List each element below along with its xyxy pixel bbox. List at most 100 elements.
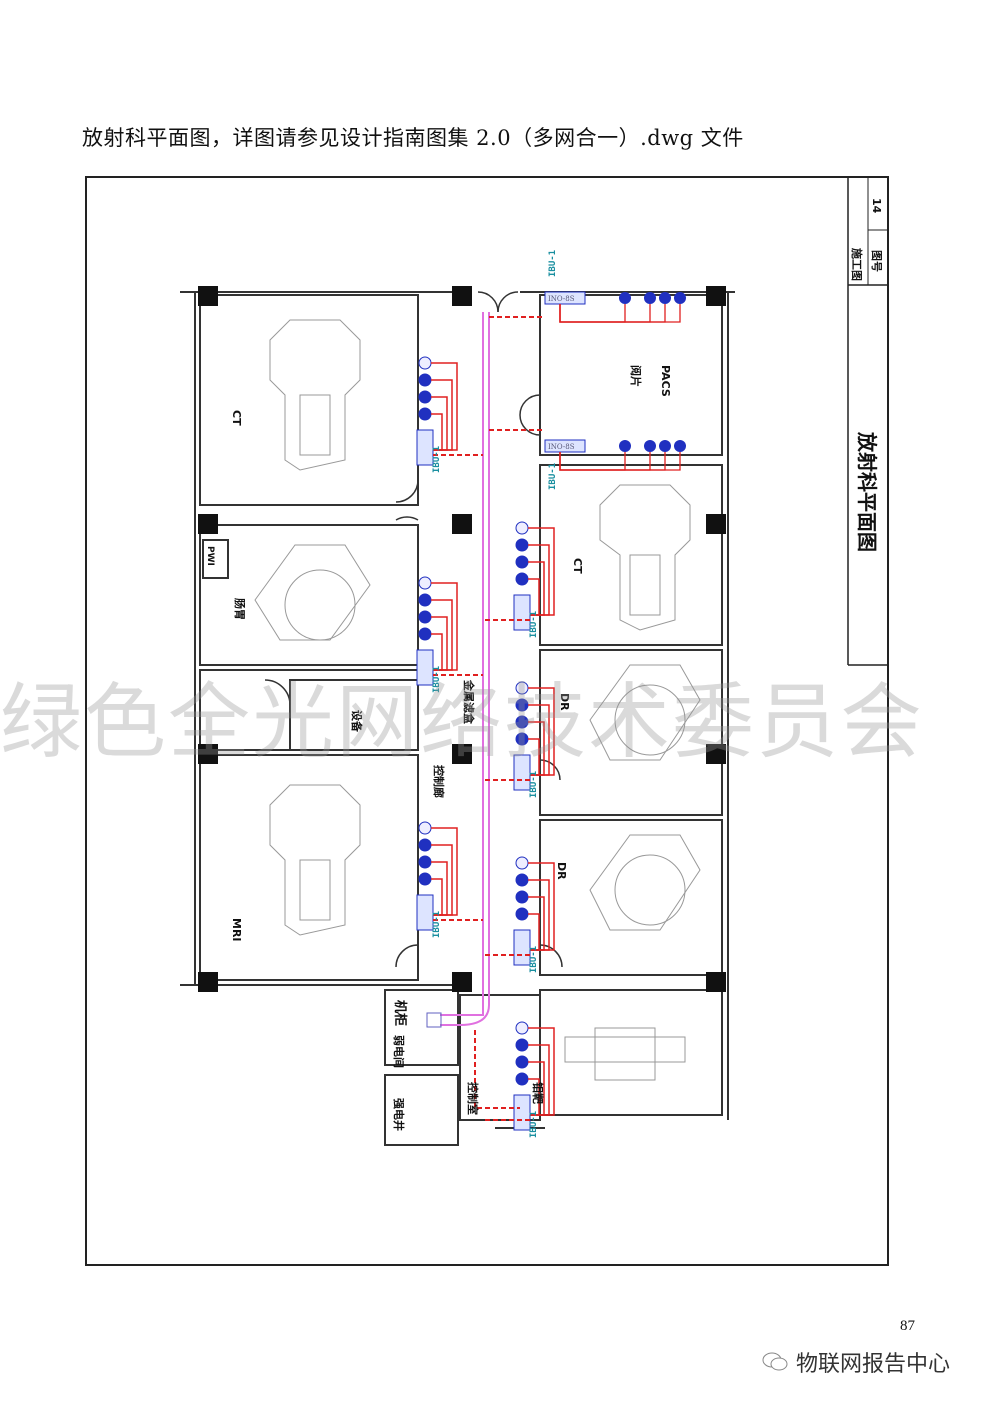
outlet-icon xyxy=(515,907,529,921)
room-reading: 阅片 xyxy=(629,365,643,387)
drawing-frame xyxy=(85,176,889,1266)
outlet-icon xyxy=(418,576,432,590)
room-ct-left: CT xyxy=(230,410,243,426)
outlet-icon xyxy=(619,440,631,452)
equipment-outlines xyxy=(254,319,701,1081)
room-strong: 强电井 xyxy=(392,1098,406,1131)
room-dr1: DR xyxy=(558,693,571,711)
outlet-icon xyxy=(418,821,432,835)
outlet-icon xyxy=(515,715,529,729)
outlet-icon xyxy=(674,440,686,452)
ont-box xyxy=(513,929,531,966)
cable-run xyxy=(528,913,540,951)
outlet-icon xyxy=(619,292,631,304)
outlet-icon xyxy=(644,292,656,304)
outlet-icon xyxy=(418,872,432,886)
outlet-icon xyxy=(515,572,529,586)
cable-run xyxy=(559,452,681,471)
ibu-label: IBU-1 xyxy=(548,250,558,277)
ibu-label: IBU-1 xyxy=(529,1111,539,1138)
drawing-no: 14 xyxy=(870,198,883,214)
fiber-link xyxy=(474,1030,520,1109)
outlet-icon xyxy=(515,1055,529,1069)
room-mammo: 钼靶 xyxy=(531,1082,545,1104)
cable-run xyxy=(431,633,443,671)
cable-run xyxy=(431,827,458,916)
cable-run xyxy=(559,304,626,323)
outlet-icon xyxy=(515,521,529,535)
ibu-label: IBU-1 xyxy=(432,911,442,938)
room-labels: CT 肠胃 PWI 设备 MRI 阅片 PACS CT DR DR 钼靶 控制廊… xyxy=(205,365,672,1131)
ibu-label: IBU-1 xyxy=(432,446,442,473)
cable-run xyxy=(559,304,651,323)
room-cabinet: 机柜 xyxy=(392,1000,408,1026)
outlet-icon xyxy=(515,555,529,569)
outlet-icon xyxy=(418,390,432,404)
cabinet-icon xyxy=(426,1012,442,1028)
drawing-title: 放射科平面图 xyxy=(855,431,879,552)
cable-run xyxy=(431,878,443,916)
room-equipment: 设备 xyxy=(350,710,364,733)
outlet-icon xyxy=(515,1038,529,1052)
ibu-label: IBU-1 xyxy=(529,946,539,973)
outlet-icon xyxy=(418,855,432,869)
outlet-icon xyxy=(515,538,529,552)
outlet-icon xyxy=(659,292,671,304)
ont-box xyxy=(544,439,586,453)
columns xyxy=(198,286,726,992)
outlet-icon xyxy=(515,1072,529,1086)
tray-label: 金属滤盒 xyxy=(462,679,476,725)
cable-run xyxy=(431,413,443,451)
corridor-label: 控制廊 xyxy=(432,765,446,798)
room-ct-right: CT xyxy=(571,558,584,574)
wechat-icon xyxy=(762,1352,788,1371)
ont-box xyxy=(416,894,434,931)
room-dr2: DR xyxy=(555,862,568,880)
outlet-icon xyxy=(674,292,686,304)
stage-label: 施工图 xyxy=(850,248,864,281)
brand: 物联网报告中心 xyxy=(762,1346,950,1378)
ibu-label: IBU-1 xyxy=(548,463,558,490)
outlet-icon xyxy=(418,627,432,641)
outlet-icon xyxy=(515,698,529,712)
ont-box xyxy=(544,291,586,305)
outlet-icon xyxy=(418,373,432,387)
room-pwi: PWI xyxy=(205,546,215,566)
walls xyxy=(180,291,735,1146)
brand-name: 物联网报告中心 xyxy=(796,1352,951,1377)
room-pacs: PACS xyxy=(659,365,672,397)
drawing-no-label: 图号 xyxy=(870,250,883,272)
ibu-label: IBU-1 xyxy=(432,666,442,693)
outlet-icon xyxy=(515,856,529,870)
outlet-icon xyxy=(418,838,432,852)
ont-box xyxy=(513,1094,531,1131)
outlet-icon xyxy=(418,407,432,421)
ibu-label: IBU-1 xyxy=(529,771,539,798)
outlet-icon xyxy=(418,356,432,370)
outlet-icon xyxy=(659,440,671,452)
outlet-icon xyxy=(418,593,432,607)
outlet-icon xyxy=(515,890,529,904)
outlet-icon xyxy=(644,440,656,452)
ibu-label: IBU-1 xyxy=(529,611,539,638)
doors xyxy=(264,291,563,968)
cable-run xyxy=(528,1078,540,1116)
cable-run xyxy=(431,582,458,671)
ont-box xyxy=(416,649,434,686)
room-weak: 弱电间 xyxy=(392,1035,406,1068)
cable-run xyxy=(431,362,458,451)
cable-run xyxy=(528,578,540,616)
outlet-icon xyxy=(515,732,529,746)
outlet-icon xyxy=(515,681,529,695)
page-caption: 放射科平面图，详图请参见设计指南图集 2.0（多网合一）.dwg 文件 xyxy=(82,126,744,150)
cable-run xyxy=(559,304,666,323)
cable-run xyxy=(559,304,681,323)
ont-box xyxy=(513,594,531,631)
backbone-tray xyxy=(440,312,490,1026)
box-label: INO-8S xyxy=(548,295,575,303)
room-control: 控制室 xyxy=(466,1082,480,1115)
ont-box xyxy=(416,429,434,466)
outlet-icon xyxy=(515,1021,529,1035)
